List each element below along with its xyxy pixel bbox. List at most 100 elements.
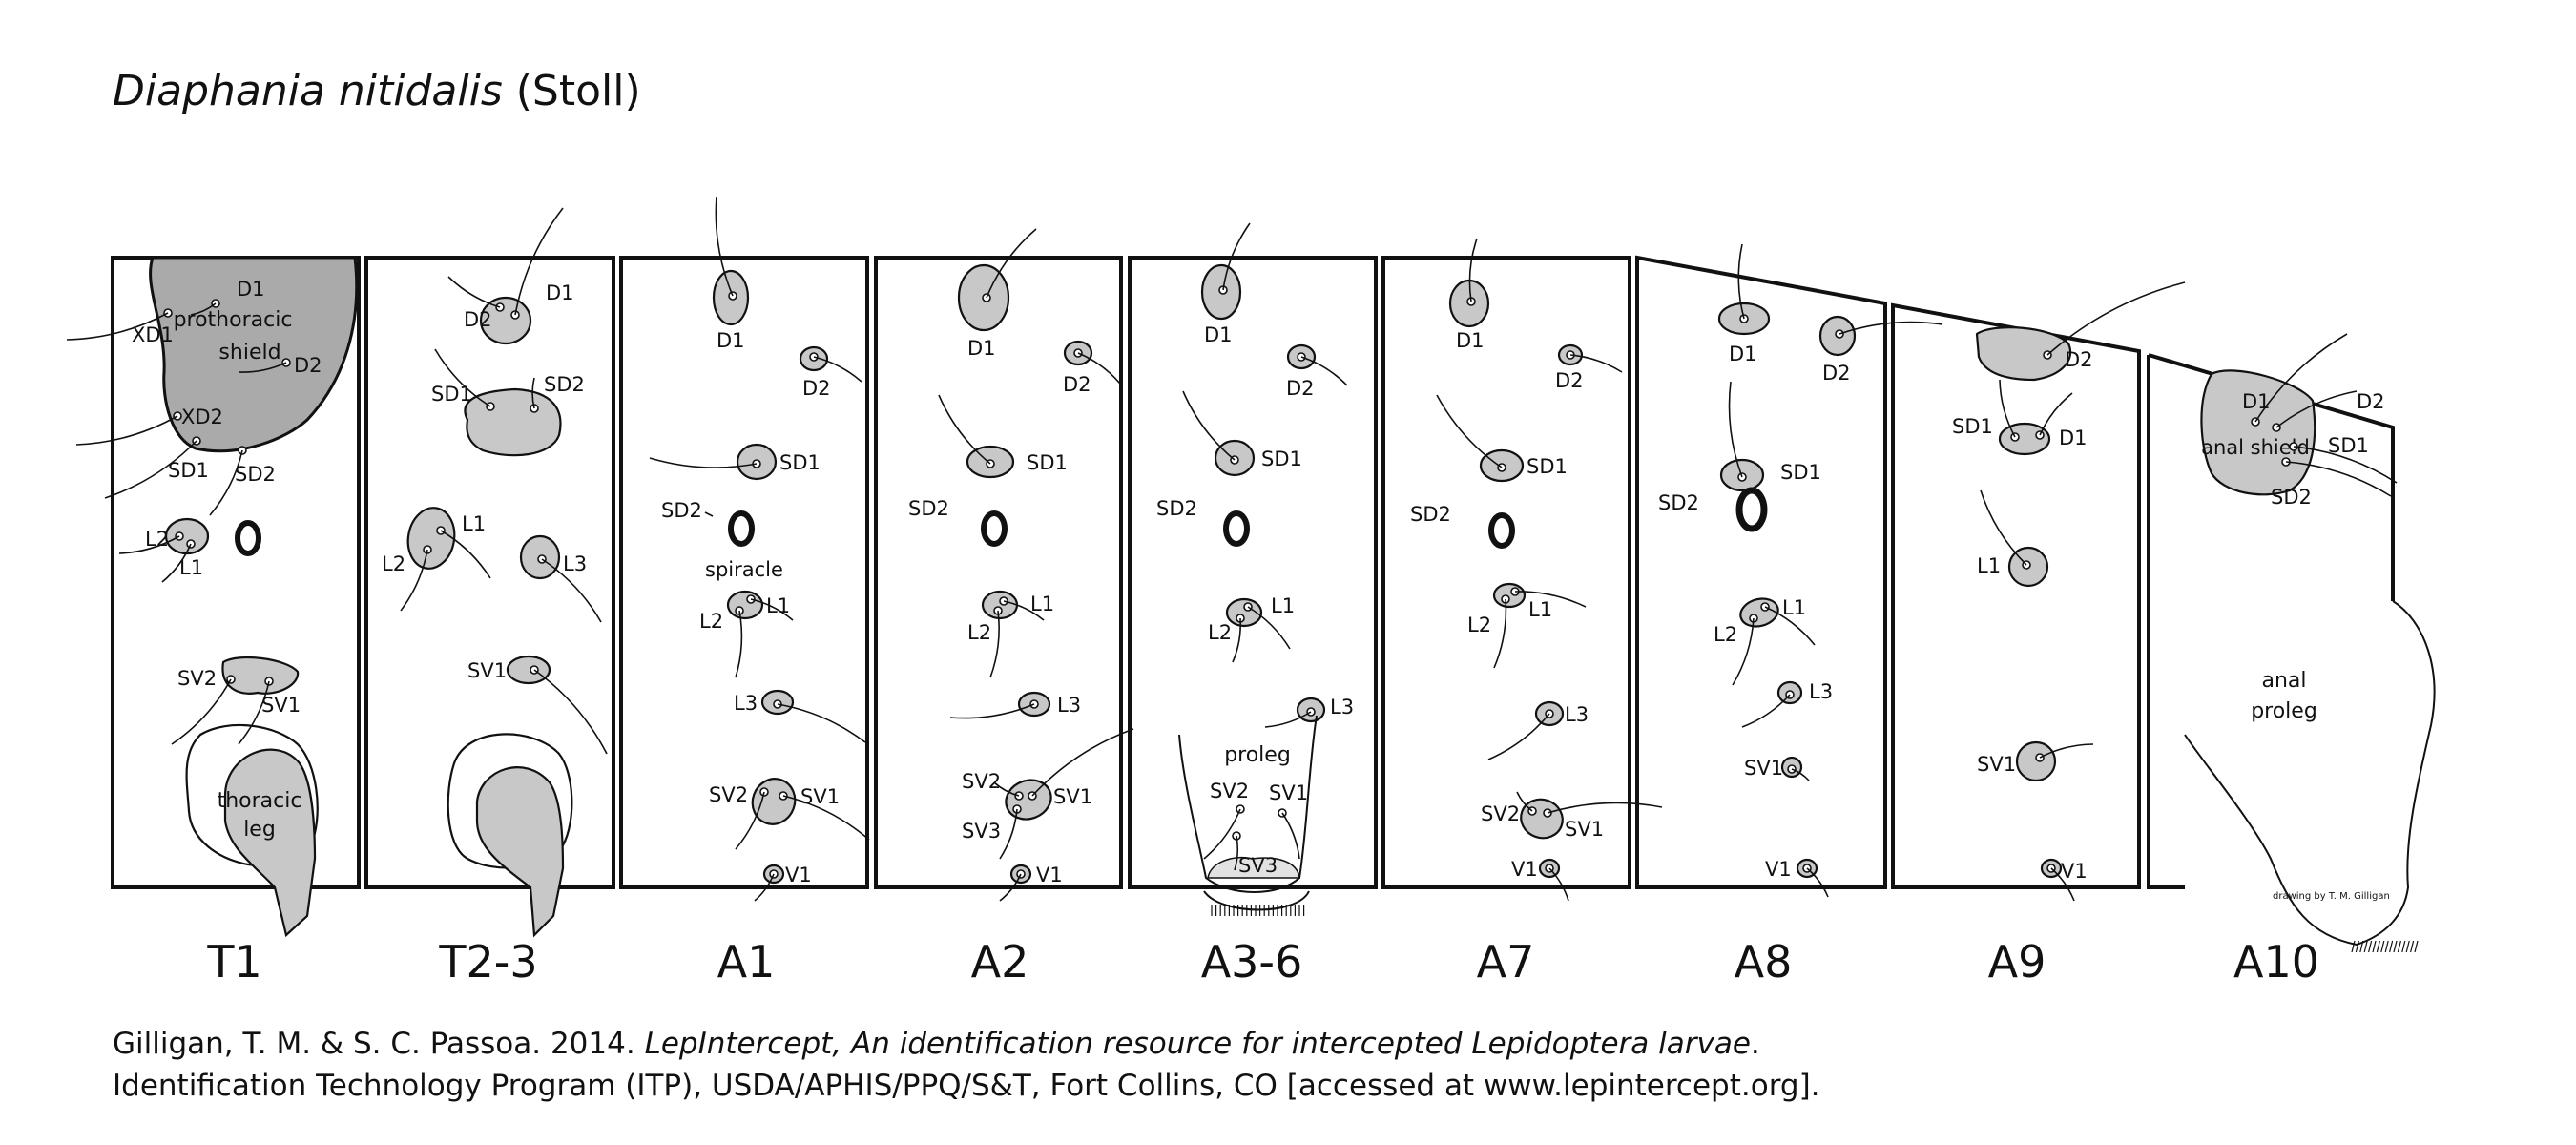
seta-L3-A7-hair (1487, 713, 1550, 760)
seta-D1-A2-hair (986, 228, 1037, 299)
segment-label-A1: A1 (717, 936, 776, 988)
seta-SD1-A2-hair (938, 394, 991, 465)
seta-L1-A2-hair (1003, 600, 1045, 621)
seta-SV2-A2-hair (993, 781, 1020, 797)
seta-SD2-T1-hair (209, 449, 243, 516)
crochet (2410, 940, 2415, 953)
seta-label-D2: D2 (2065, 348, 2093, 371)
seta-D2-A1-hair (813, 356, 862, 383)
seta-label-L3: L3 (563, 552, 587, 575)
seta-L2-T1-hair (118, 535, 180, 554)
segment-box-A3-6 (1128, 256, 1378, 889)
seta-label-SV1: SV1 (261, 694, 301, 717)
seta-label-SD2: SD2 (2271, 486, 2312, 509)
seta-SD2-A1 (704, 511, 714, 517)
segment-label-A10: A10 (2233, 936, 2319, 988)
seta-label-L1: L1 (1271, 594, 1295, 617)
seta-label-SD1: SD1 (1780, 461, 1821, 484)
segment-box-A8 (1635, 255, 1887, 889)
seta-SV1-A8-hair (1791, 768, 1810, 781)
crochet (2359, 940, 2364, 953)
seta-label-SD1: SD1 (431, 383, 472, 406)
pinaculum-L-T1 (164, 517, 210, 555)
spiracle-A1 (728, 510, 755, 547)
seta-V1-A8-hair (1806, 867, 1829, 898)
seta-label-D2: D2 (1063, 373, 1091, 396)
seta-D1-T2-3-hair (514, 207, 564, 316)
pinaculum-SV-A2 (1005, 779, 1052, 821)
seta-SV3-A3-6-hair (1234, 835, 1239, 871)
thoracic-leg-label: thoracic (218, 789, 302, 813)
seta-V1-A7-hair (1548, 867, 1569, 902)
seta-label-SD2: SD2 (1410, 503, 1451, 526)
seta-label-L1: L1 (179, 556, 203, 579)
pinaculum-L12-A1 (726, 590, 764, 620)
species-name: Diaphania nitidalis (113, 67, 503, 115)
segment-label-A3-6: A3-6 (1201, 936, 1303, 988)
pinaculum-L12-A8 (1739, 597, 1779, 628)
seta-label-SV2: SV2 (1210, 780, 1249, 802)
seta-SD1-A8-hair (1728, 381, 1743, 478)
seta-label-V1: V1 (785, 864, 812, 886)
seta-label-D2: D2 (294, 354, 322, 377)
seta-label-SD1: SD1 (1261, 448, 1302, 470)
seta-L3-A1-hair (777, 703, 866, 743)
seta-L2-A3-6-hair (1232, 617, 1242, 663)
crochet (2368, 940, 2373, 953)
crochet (2414, 940, 2419, 953)
seta-label-L2: L2 (1467, 614, 1491, 636)
seta-label-L3: L3 (734, 692, 758, 715)
thoracic-leg-T2-3 (475, 766, 565, 938)
seta-label-XD2: XD2 (181, 406, 223, 428)
seta-label-D1: D1 (546, 281, 574, 304)
seta-label-SD1: SD1 (1952, 415, 1993, 438)
anal-shield (2200, 369, 2316, 496)
seta-L2-A7-hair (1493, 598, 1507, 669)
seta-L1-A3-6-hair (1247, 606, 1291, 650)
seta-SV1-A9-hair (2039, 743, 2094, 759)
anal-proleg-label: anal (2261, 669, 2306, 693)
seta-label-SD1: SD1 (779, 451, 821, 474)
seta-L1-A8-hair (1764, 606, 1816, 646)
seta-D1-A7-hair (1468, 238, 1478, 302)
seta-D2-T2-3-hair (447, 276, 501, 308)
spiracle-A8 (1735, 487, 1768, 532)
seta-D1-A8-hair (1737, 243, 1745, 320)
seta-label-SD2: SD2 (235, 463, 276, 486)
seta-label-D1: D1 (1729, 343, 1757, 365)
seta-label-V1: V1 (1036, 864, 1063, 886)
seta-SD2-T2-3-hair (531, 377, 535, 409)
seta-label-L2: L2 (699, 610, 723, 633)
pinaculum-L12-A3-6 (1225, 597, 1263, 628)
citation-line-1: Gilligan, T. M. & S. C. Passoa. 2014. Le… (113, 1027, 1760, 1061)
pinaculum-SV-A7 (1520, 798, 1564, 840)
seta-L2-A2-hair (989, 610, 1000, 678)
seta-SD2-A10-hair (2285, 461, 2392, 497)
seta-label-V1: V1 (1765, 858, 1792, 881)
seta-XD2-T1-hair (75, 415, 178, 446)
seta-label-SV1: SV1 (800, 785, 840, 808)
seta-label-L3: L3 (1057, 694, 1081, 717)
pinaculum-L12-T2-3 (406, 507, 456, 570)
crochet (2380, 940, 2385, 953)
seta-label-D1: D1 (967, 337, 996, 360)
seta-label-L3: L3 (1330, 696, 1354, 718)
pinaculum-SV-T2-3 (506, 655, 551, 685)
seta-L1-A9-hair (1980, 489, 2027, 566)
seta-SD1-T2-3-hair (434, 348, 491, 407)
pinaculum-SV1-A9 (2015, 740, 2057, 782)
seta-SD1-T1-hair (104, 440, 197, 499)
seta-label-SD2: SD2 (1658, 491, 1699, 514)
seta-XD1-T1-hair (66, 312, 169, 341)
seta-label-D2: D2 (1822, 362, 1851, 385)
proleg-crochets (1203, 890, 1310, 911)
prothoracic-shield (149, 256, 359, 453)
prothoracic-shield-label: shield (218, 341, 280, 364)
seta-label-XD1: XD1 (132, 323, 174, 346)
seta-D2-A2-hair (1077, 352, 1121, 385)
pinaculum-SV-T1 (221, 656, 300, 695)
seta-D2-A8-hair (1839, 321, 1943, 335)
crochet (2372, 940, 2377, 953)
pinaculum-L12-A7 (1492, 582, 1527, 609)
seta-L1-T2-3-hair (440, 530, 491, 579)
